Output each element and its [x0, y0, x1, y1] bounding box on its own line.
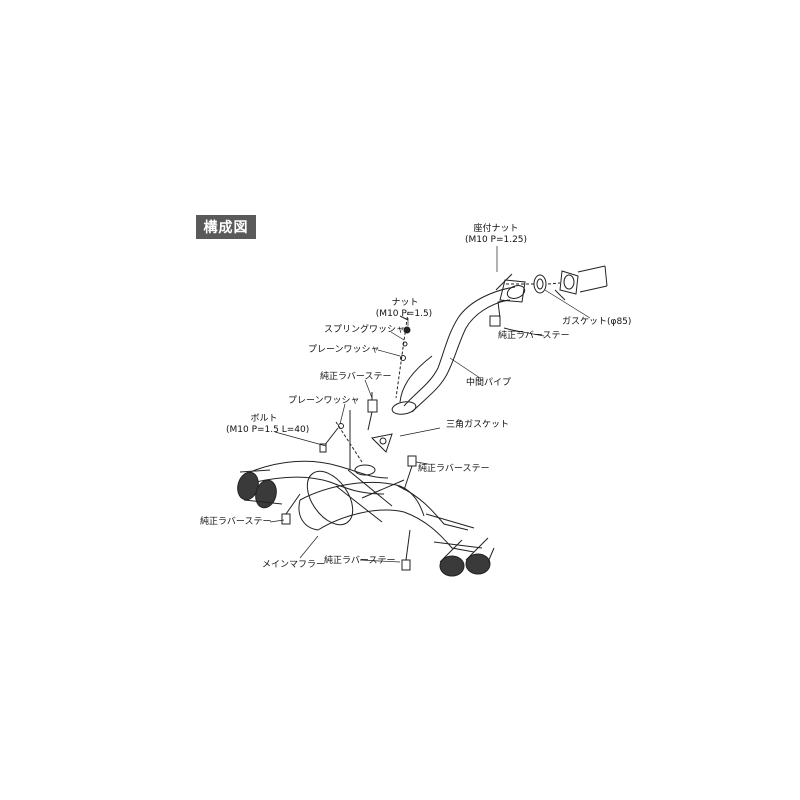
label-bolt-spec: (M10 P=1.5 L=40): [226, 425, 310, 435]
label-nut-spec: (M10 P=1.5): [375, 309, 433, 319]
right-tailpipes-part: [439, 537, 495, 577]
label-spring-washer: スプリングワッシャ: [324, 325, 406, 335]
center-pipe-part: [391, 273, 526, 415]
label-rubber-stay-4: 純正ラバーステー: [200, 517, 272, 527]
label-seat-nut: 座付ナット: [473, 224, 519, 234]
label-bolt: ボルト: [250, 414, 278, 424]
triangle-gasket-part: [370, 433, 393, 453]
label-rubber-stay-1: 純正ラバーステー: [498, 331, 570, 341]
label-gasket: ガスケット(φ85): [562, 317, 632, 327]
leader-lines: [269, 246, 591, 563]
label-seat-nut-spec: (M10 P=1.25): [464, 235, 528, 245]
label-rubber-stay-2: 純正ラバーステー: [320, 372, 392, 382]
label-triangle-gasket: 三角ガスケット: [446, 420, 510, 430]
main-muffler-part: [239, 460, 483, 553]
label-plain-washer-1: プレーンワッシャ: [308, 345, 380, 355]
label-main-muffler: メインマフラー: [262, 560, 326, 570]
label-rubber-stay-5: 純正ラバーステー: [324, 556, 396, 566]
diagram-title: 構成図: [196, 215, 256, 239]
label-plain-washer-2: プレーンワッシャ: [288, 396, 360, 406]
label-rubber-stay-3: 純正ラバーステー: [418, 464, 490, 474]
left-tailpipes-part: [237, 469, 283, 509]
label-nut: ナット: [391, 298, 419, 308]
label-center-pipe: 中間パイプ: [466, 378, 512, 388]
fastener-stack-part: [395, 311, 411, 399]
front-flange-part: [506, 265, 608, 301]
bolt-part: [319, 410, 363, 470]
rubber-stays-muffler-part: [281, 455, 417, 571]
rubber-stay-mid-part: [367, 392, 378, 431]
